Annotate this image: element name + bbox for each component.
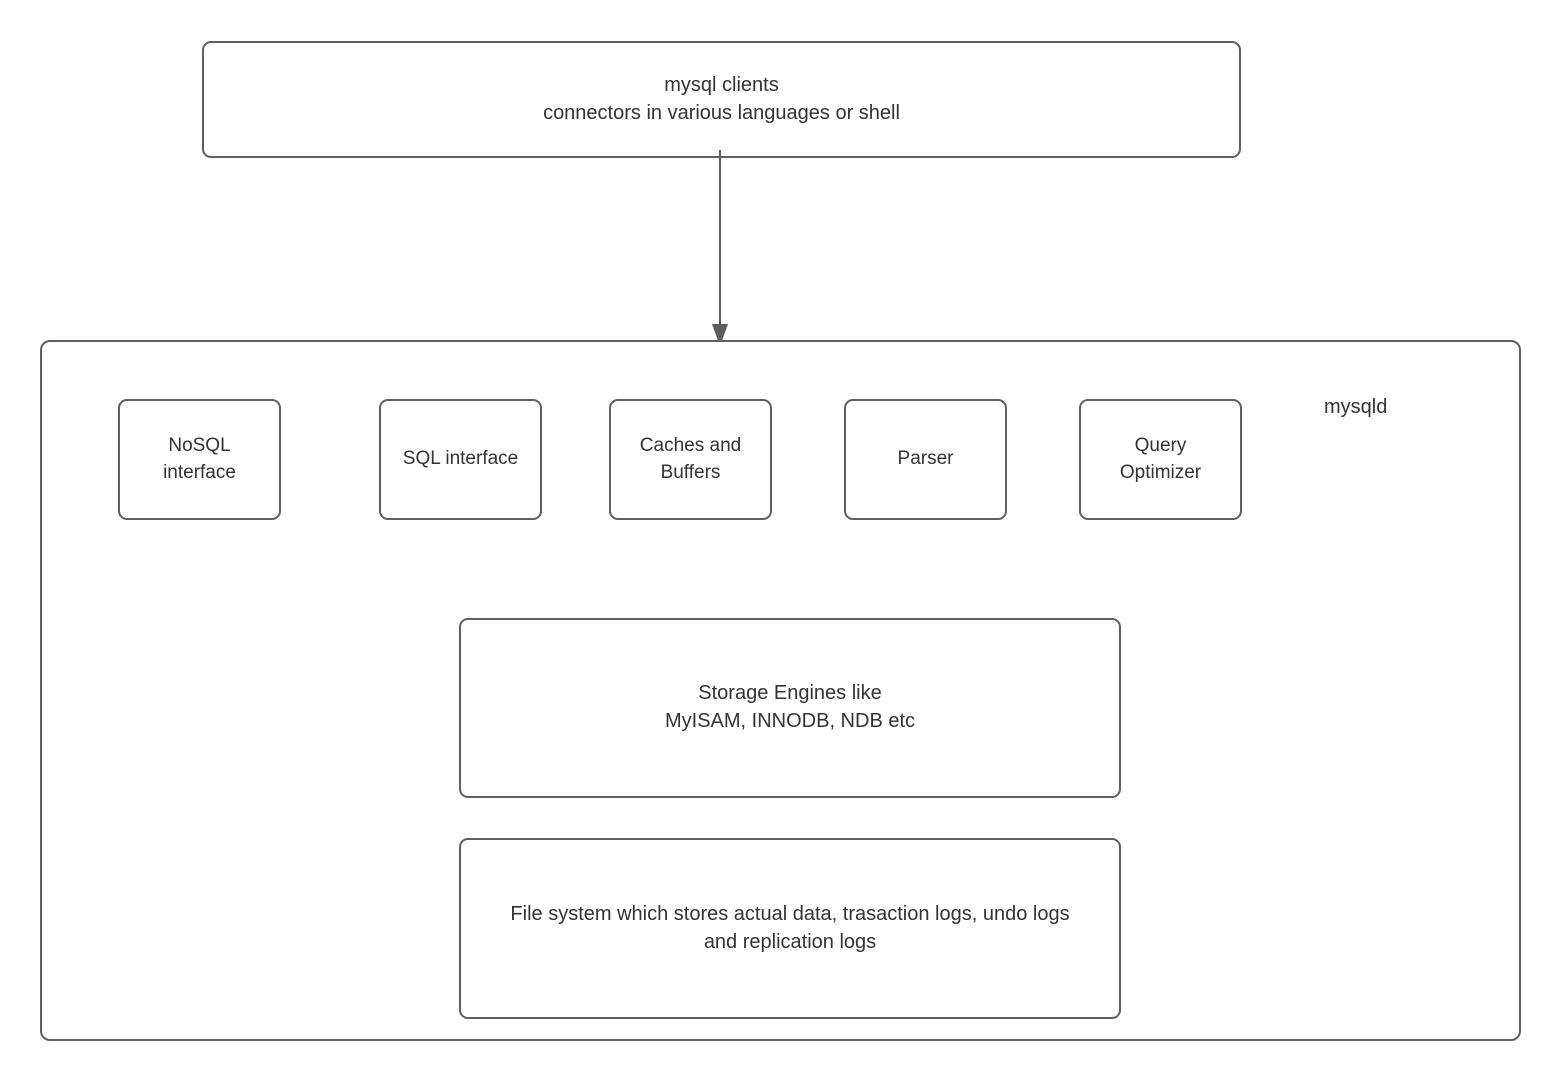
- node-query-optimizer-label: Query Optimizer: [1119, 435, 1202, 483]
- node-parser-label: Parser: [897, 448, 954, 470]
- node-query-optimizer[interactable]: Query Optimizer: [1079, 399, 1242, 520]
- mysql-clients-label: mysql clients connectors in various lang…: [543, 73, 900, 124]
- mysql-clients-box[interactable]: mysql clients connectors in various lang…: [202, 41, 1241, 158]
- node-storage-engines-label: Storage Engines like MyISAM, INNODB, NDB…: [664, 682, 916, 732]
- node-file-system-label: File system which stores actual data, tr…: [510, 902, 1070, 953]
- node-storage-engines[interactable]: Storage Engines like MyISAM, INNODB, NDB…: [459, 618, 1121, 798]
- node-parser[interactable]: Parser: [844, 399, 1007, 520]
- node-sql-interface[interactable]: SQL interface: [379, 399, 542, 520]
- node-caches-and-buffers-label: Caches and Buffers: [639, 435, 742, 483]
- node-nosql-interface[interactable]: NoSQL interface: [118, 399, 281, 520]
- clients-to-mysqld-arrow-icon: [712, 150, 728, 346]
- node-file-system[interactable]: File system which stores actual data, tr…: [459, 838, 1121, 1019]
- node-caches-and-buffers[interactable]: Caches and Buffers: [609, 399, 772, 520]
- node-sql-interface-label: SQL interface: [402, 448, 519, 470]
- mysqld-label: mysqld: [1324, 396, 1388, 418]
- node-nosql-interface-label: NoSQL interface: [163, 435, 236, 483]
